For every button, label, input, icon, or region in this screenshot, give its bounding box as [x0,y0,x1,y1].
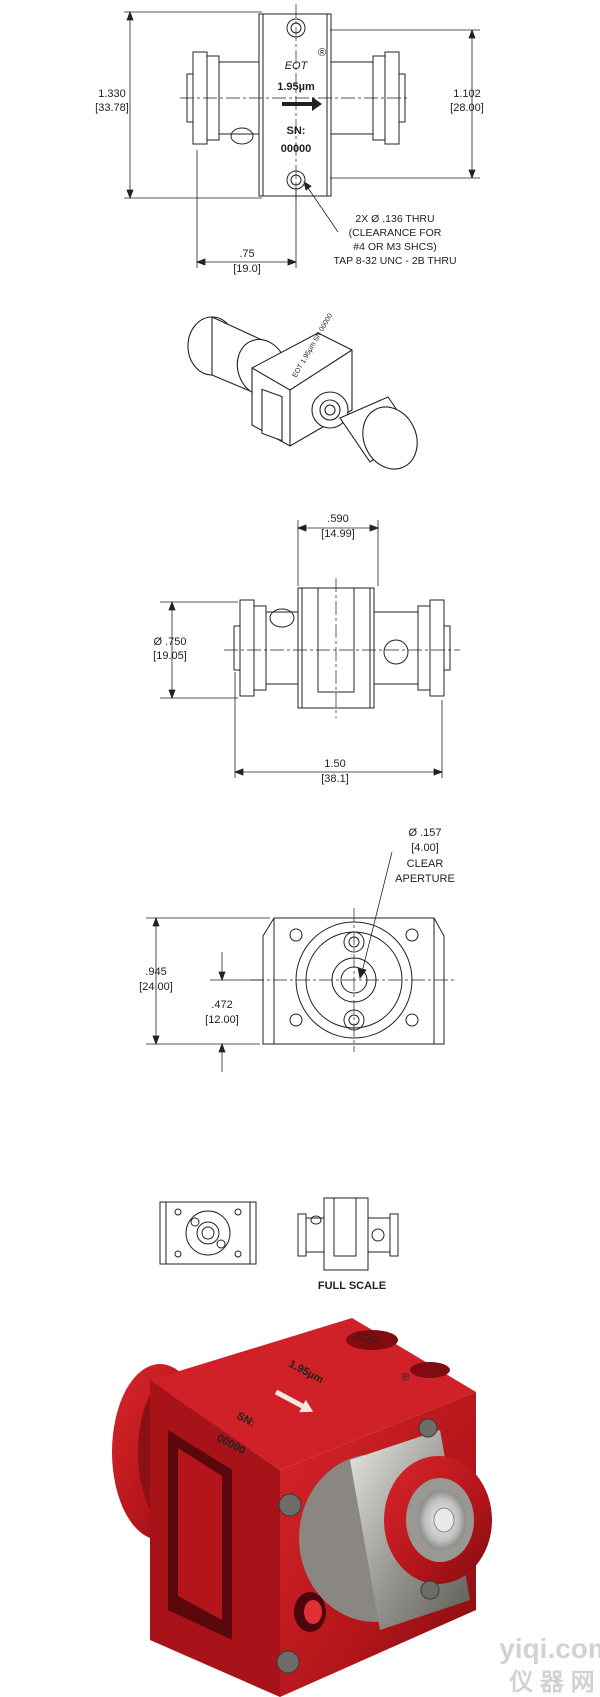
watermark-line-2: 仪 器 网 [508,1669,594,1696]
note-line-3: #4 OR M3 SHCS) [353,241,436,253]
label-brand: EOT [285,60,309,72]
render-arrow-icon [274,1389,314,1413]
note-line-2: (CLEARANCE FOR [349,227,442,239]
dim-length-mm: [38.1] [321,773,349,785]
full-scale-side-view [297,1197,399,1271]
view-end [250,908,456,1052]
label-registered: ® [318,47,326,59]
note-line-4: TAP 8-32 UNC - 2B THRU [333,255,456,267]
view-side [224,578,460,718]
watermark-line-1: yiqi.com [499,1633,600,1664]
dim-end-height-in: .945 [145,966,166,978]
color-render: EOT ® 1.95µm SN: 00000 [112,1318,492,1697]
label-wavelength: 1.95µm [277,81,315,93]
dim-depth-mm: [19.0] [233,263,261,275]
full-scale-label: FULL SCALE [318,1280,386,1292]
full-scale-end-view [159,1201,257,1265]
top-view-label: EOT ® 1.95µm SN: 00000 [277,47,326,155]
dim-height-in: 1.330 [98,88,126,100]
dim-height-mm: [33.78] [95,102,129,114]
aperture-label-2: APERTURE [395,873,455,885]
dim-body-height-mm: [28.00] [450,102,484,114]
arrow-icon [282,97,322,111]
dim-aperture-in: Ø .157 [408,827,441,839]
dim-length-in: 1.50 [324,758,345,770]
view-side-dimensions [160,520,444,778]
dim-center-in: .472 [211,999,232,1011]
dim-width-mm: [14.99] [321,528,355,540]
label-sn-value: 00000 [281,143,312,155]
dim-center-mm: [12.00] [205,1014,239,1026]
view-isometric: EOT 1.95µm SN 00000 [187,312,418,470]
label-sn: SN: [287,125,306,137]
dim-width-in: .590 [327,513,348,525]
aperture-label-1: CLEAR [407,858,444,870]
dim-depth-in: .75 [239,248,254,260]
dim-aperture-mm: [4.00] [411,842,439,854]
dim-end-height-mm: [24.00] [139,981,173,993]
dim-diameter-in: Ø .750 [153,636,186,648]
dim-body-height-in: 1.102 [453,88,481,100]
dim-diameter-mm: [19.05] [153,650,187,662]
view-top-dimensions [124,10,480,268]
note-line-1: 2X Ø .136 THRU [355,213,434,225]
view-end-dimensions [146,851,393,1072]
